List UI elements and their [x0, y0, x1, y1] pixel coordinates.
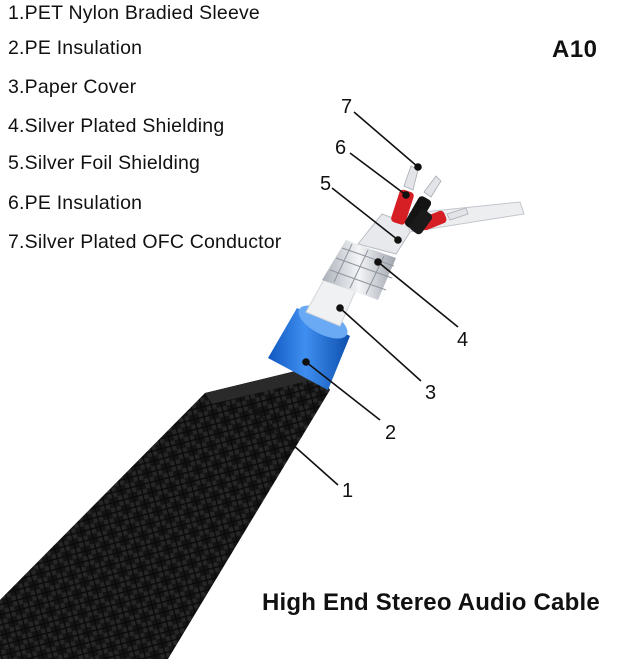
- leader-lines: [252, 111, 459, 486]
- callout-number-4: 4: [457, 329, 468, 351]
- ofc-conductors: [403, 165, 469, 221]
- callout-number-1: 1: [342, 480, 353, 502]
- leader-line-7: [353, 111, 419, 168]
- legend-item-6: 6.PE Insulation: [8, 192, 143, 214]
- model-code-label: A10: [552, 36, 598, 63]
- legend-item-7: 7.Silver Plated OFC Conductor: [8, 231, 282, 253]
- legend-item-3: 3.Paper Cover: [8, 76, 137, 98]
- callout-number-7: 7: [341, 96, 352, 118]
- leader-line-5: [331, 187, 399, 241]
- legend-item-4: 4.Silver Plated Shielding: [8, 115, 225, 137]
- legend-item-2: 2.PE Insulation: [8, 37, 143, 59]
- silver-plated-shielding: [322, 240, 396, 300]
- legend-item-5: 5.Silver Foil Shielding: [8, 152, 201, 174]
- leader-line-3: [339, 307, 422, 382]
- leader-line-6: [349, 152, 407, 196]
- leader-line-2: [305, 361, 381, 421]
- callout-number-3: 3: [425, 382, 436, 404]
- leader-line-1: [255, 411, 339, 486]
- leader-line-4: [377, 261, 459, 328]
- product-caption: High End Stereo Audio Cable: [262, 589, 600, 616]
- callout-number-5: 5: [320, 173, 331, 195]
- callout-number-2: 2: [385, 422, 396, 444]
- legend-item-1: 1.PET Nylon Bradied Sleeve: [8, 2, 260, 24]
- insulated-wires: [391, 189, 447, 235]
- callout-number-6: 6: [335, 137, 346, 159]
- braided-sleeve: [0, 366, 330, 659]
